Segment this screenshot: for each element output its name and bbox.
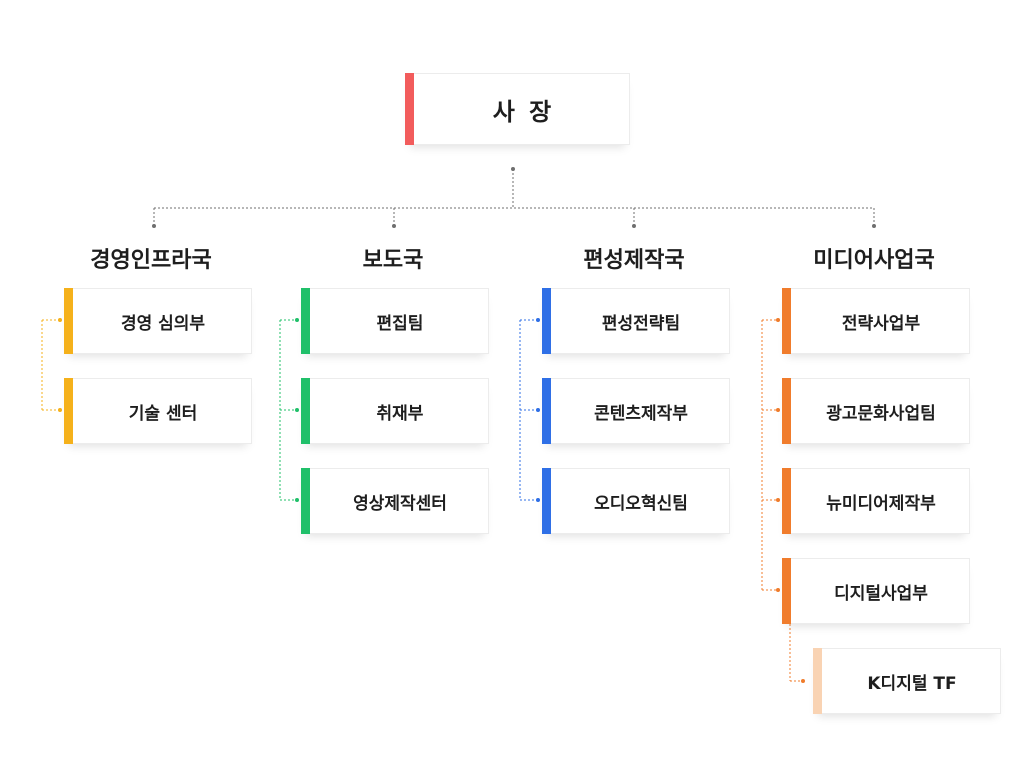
unit-branch-dot — [536, 498, 540, 502]
unit-accent-bar — [782, 378, 791, 444]
unit-reporting-dept[interactable]: 취재부 — [301, 378, 489, 444]
dept-heading-media-business: 미디어사업국 — [813, 248, 935, 273]
unit-accent-bar — [782, 558, 791, 624]
unit-new-media-production[interactable]: 뉴미디어제작부 — [782, 468, 970, 534]
unit-ad-culture-business[interactable]: 광고문화사업팀 — [782, 378, 970, 444]
dept-drop-dot — [392, 224, 396, 228]
dept-heading-programming: 편성제작국 — [583, 248, 685, 273]
dept-drop-dot — [872, 224, 876, 228]
unit-label: 영상제작센터 — [353, 493, 447, 514]
unit-branch-dot — [776, 318, 780, 322]
unit-label: 광고문화사업팀 — [826, 403, 936, 424]
unit-strategic-business[interactable]: 전략사업부 — [782, 288, 970, 354]
dept-drop-dot — [632, 224, 636, 228]
unit-branch-dot — [776, 498, 780, 502]
dept-heading-management-infra: 경영인프라국 — [90, 248, 212, 273]
unit-video-production-center[interactable]: 영상제작센터 — [301, 468, 489, 534]
unit-label: 취재부 — [376, 403, 424, 424]
unit-branch-dot — [295, 408, 299, 412]
unit-audio-innovation[interactable]: 오디오혁신팀 — [542, 468, 730, 534]
unit-label: 기술 센터 — [128, 403, 198, 424]
unit-editing-team[interactable]: 편집팀 — [301, 288, 489, 354]
unit-label: 콘텐츠제작부 — [594, 403, 688, 424]
dept-drop-dot — [152, 224, 156, 228]
unit-branch-dot — [776, 588, 780, 592]
unit-k-digital-tf[interactable]: K디지털 TF — [813, 648, 1001, 714]
unit-accent-bar — [542, 468, 551, 534]
unit-label: 편집팀 — [376, 313, 424, 334]
unit-digital-business[interactable]: 디지털사업부 — [782, 558, 970, 624]
unit-accent-bar — [64, 288, 73, 354]
unit-branch-dot — [776, 408, 780, 412]
unit-label: 경영 심의부 — [120, 313, 206, 334]
unit-accent-bar — [782, 288, 791, 354]
unit-label: 전략사업부 — [841, 313, 921, 334]
unit-accent-bar — [782, 468, 791, 534]
unit-label: 편성전략팀 — [601, 313, 681, 334]
unit-label: K디지털 TF — [867, 673, 957, 694]
unit-accent-bar — [542, 378, 551, 444]
unit-branch-dot — [58, 318, 62, 322]
unit-management-review[interactable]: 경영 심의부 — [64, 288, 252, 354]
unit-branch-dot — [536, 318, 540, 322]
unit-accent-bar — [301, 378, 310, 444]
unit-tech-center[interactable]: 기술 센터 — [64, 378, 252, 444]
unit-branch-dot — [58, 408, 62, 412]
unit-content-production[interactable]: 콘텐츠제작부 — [542, 378, 730, 444]
sub-unit-branch-dot — [801, 679, 805, 683]
unit-branch-dot — [295, 498, 299, 502]
unit-accent-bar — [542, 288, 551, 354]
root-label: 사 장 — [492, 97, 555, 126]
dept-heading-news: 보도국 — [362, 248, 424, 273]
unit-branch-dot — [536, 408, 540, 412]
unit-programming-strategy[interactable]: 편성전략팀 — [542, 288, 730, 354]
unit-label: 뉴미디어제작부 — [826, 493, 936, 514]
unit-accent-bar — [813, 648, 822, 714]
unit-label: 오디오혁신팀 — [594, 493, 688, 514]
unit-accent-bar — [64, 378, 73, 444]
unit-accent-bar — [301, 468, 310, 534]
unit-branch-dot — [295, 318, 299, 322]
unit-label: 디지털사업부 — [834, 583, 928, 604]
root-node-ceo[interactable]: 사 장 — [405, 73, 630, 145]
root-accent-bar — [405, 73, 414, 145]
unit-accent-bar — [301, 288, 310, 354]
